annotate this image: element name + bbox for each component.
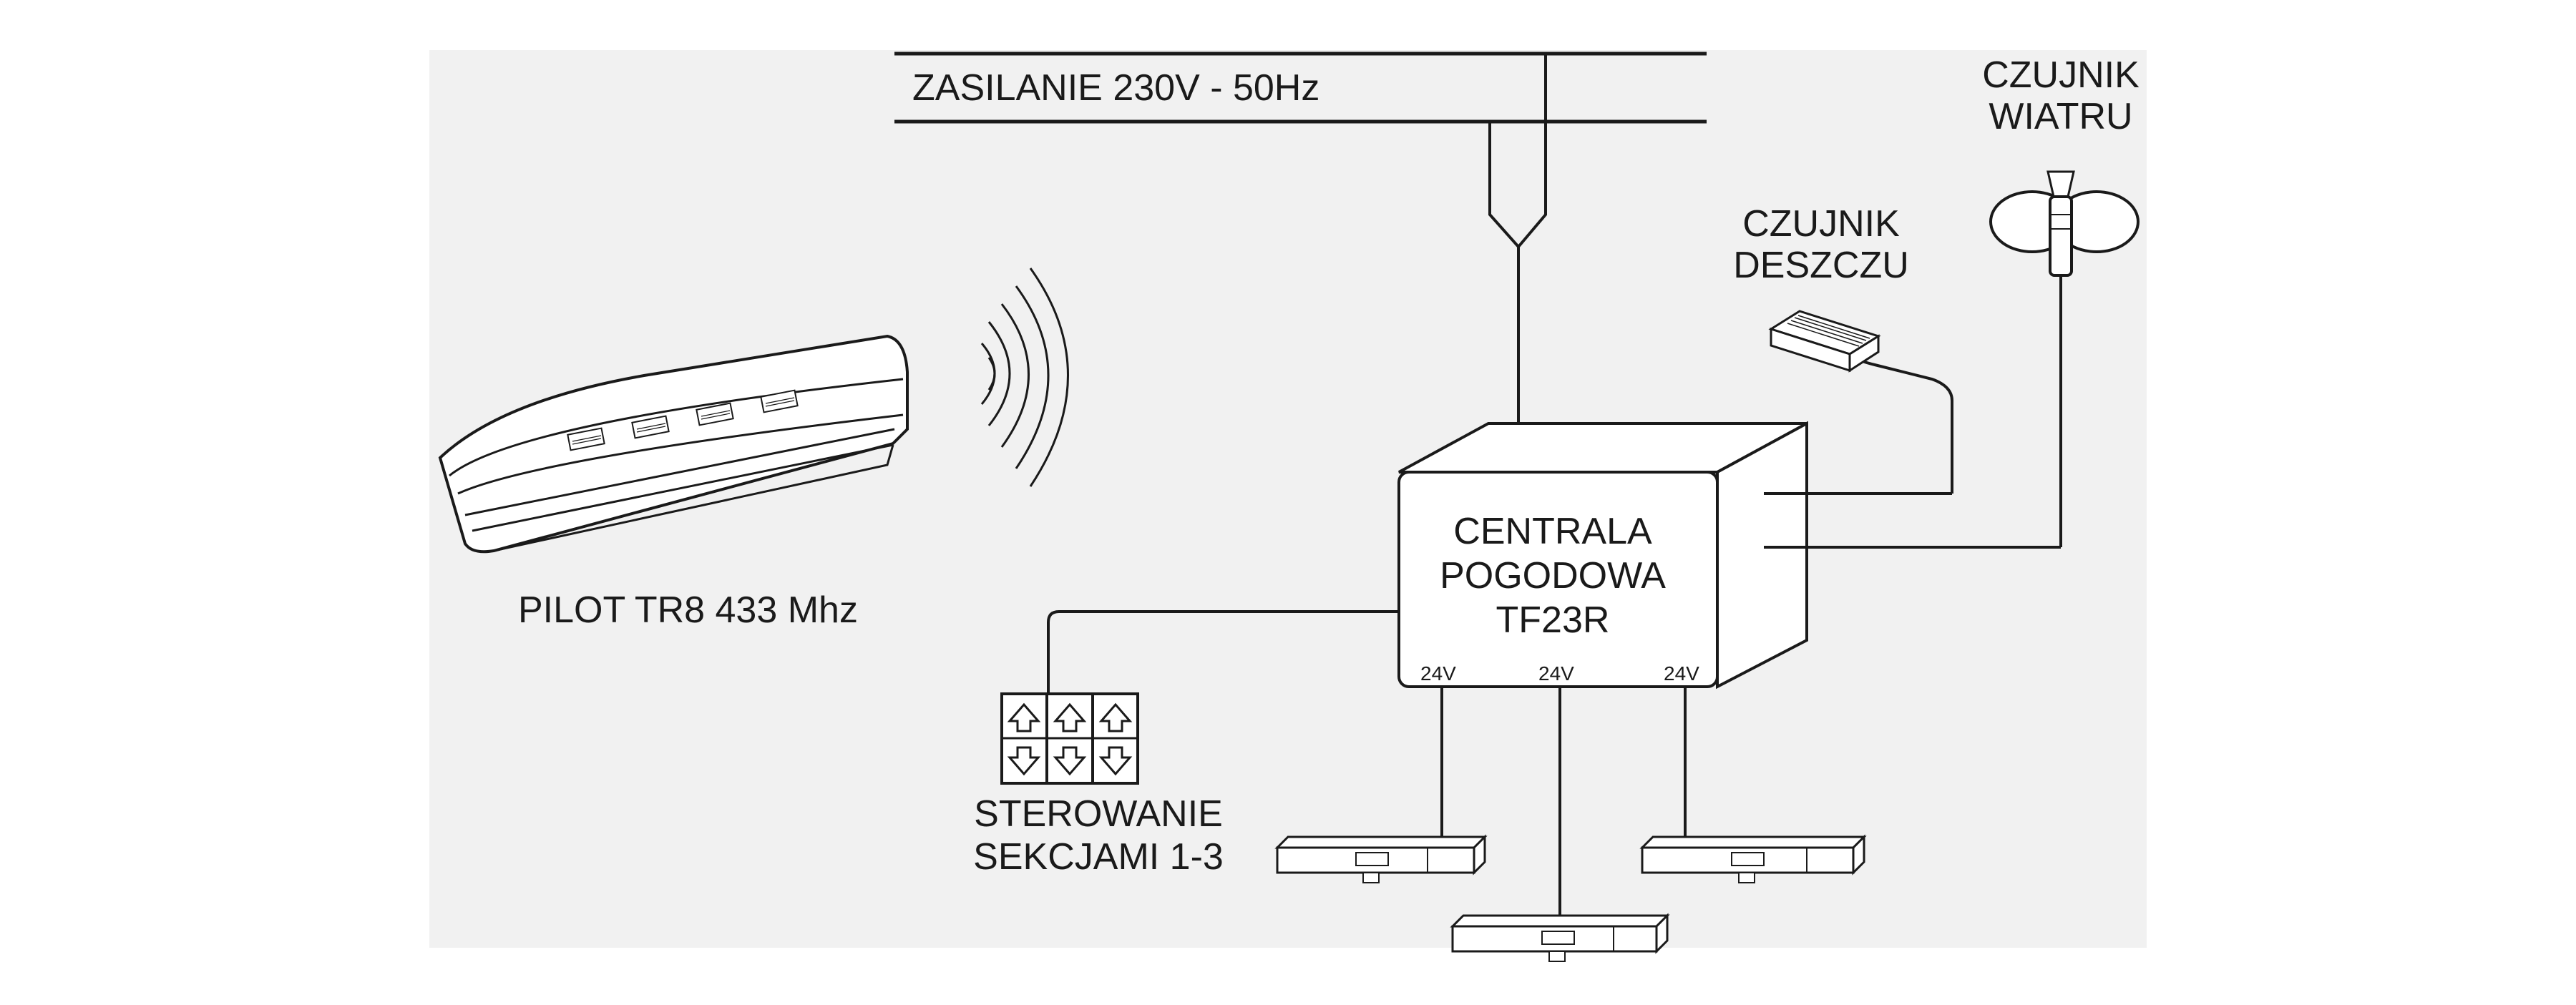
output-voltage-label-1: 24V [1420, 662, 1456, 685]
radio-waves-icon [980, 268, 1069, 487]
actuator-1-icon [1274, 834, 1488, 883]
wind-sensor-label-line-2: WIATRU [1989, 96, 2132, 137]
section-control-label-line-1: STEROWANIE [974, 793, 1223, 835]
section-control-label-line-2: SEKCJAMI 1-3 [973, 836, 1224, 878]
section-control-wire [1047, 610, 1399, 697]
diagram-background [429, 50, 2147, 948]
controller-label-line-3: TF23R [1496, 599, 1610, 641]
controller-box [1397, 421, 1808, 690]
rain-sensor-label-line-2: DESZCZU [1733, 245, 1909, 286]
actuator-3-icon [1639, 834, 1867, 883]
supply-label: ZASILANIE 230V - 50Hz [912, 67, 1319, 109]
controller-label-line-2: POGODOWA [1440, 555, 1666, 597]
controller-label-line-1: CENTRALA [1453, 511, 1652, 552]
remote-control-icon [438, 334, 909, 554]
output-voltage-label-2: 24V [1538, 662, 1574, 685]
actuator-2-icon [1450, 913, 1670, 962]
power-supply-line [894, 52, 1707, 429]
output-voltage-label-3: 24V [1664, 662, 1699, 685]
remote-label: PILOT TR8 433 Mhz [518, 589, 858, 631]
actuator-wires [1440, 687, 1687, 916]
wind-sensor-label-line-1: CZUJNIK [1982, 54, 2140, 96]
wind-sensor-icon [1989, 170, 2140, 277]
rain-sensor-icon [1768, 310, 1881, 373]
rain-sensor-label-line-1: CZUJNIK [1742, 203, 1900, 245]
section-control-switch-icon [1000, 692, 1139, 785]
